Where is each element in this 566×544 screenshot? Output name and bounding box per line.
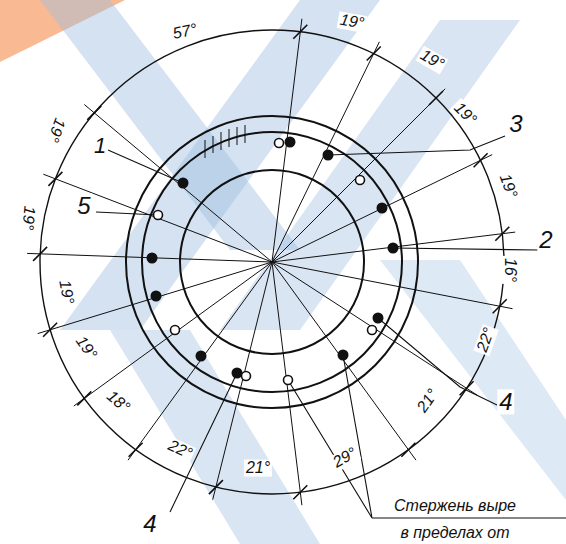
callout-number: 4 [141, 511, 158, 536]
leader-lines [96, 136, 566, 518]
note-text: Стержень выре [392, 498, 518, 515]
angle-dimension: 22° [473, 324, 498, 356]
callout-number: 5 [75, 193, 92, 218]
callout-number: 2 [537, 227, 554, 252]
radial-lines [27, 19, 515, 505]
angle-dimension: 19° [449, 98, 481, 130]
angle-dimension: 19° [43, 114, 68, 146]
angle-dimension: 19° [416, 46, 449, 75]
note-text: в пределах от [398, 524, 511, 541]
angle-dimension: 19° [55, 277, 76, 308]
angle-dimension: 18° [102, 387, 134, 418]
angle-dimension: 19° [337, 11, 368, 32]
callout-number: 4 [497, 389, 514, 414]
angle-dimension: 22° [164, 436, 197, 463]
angle-dimension: 16° [502, 256, 519, 284]
angle-dimension: 29° [329, 444, 362, 473]
angle-dimension: 19° [71, 332, 101, 365]
angle-dimension: 21° [244, 460, 272, 477]
watermark-band [380, 260, 566, 500]
callout-number: 1 [92, 134, 108, 157]
rebar-hollow [154, 139, 377, 385]
angle-dimension: 57° [169, 21, 200, 43]
angle-dimension: 19° [495, 170, 520, 202]
angle-dimension: 21° [413, 385, 443, 418]
angle-dimension: 19° [18, 203, 37, 233]
rebar-filled [147, 137, 399, 379]
hatching [205, 125, 245, 158]
callout-number: 3 [507, 111, 524, 136]
dimension-ticks [33, 25, 509, 500]
watermark-band [110, 330, 320, 544]
